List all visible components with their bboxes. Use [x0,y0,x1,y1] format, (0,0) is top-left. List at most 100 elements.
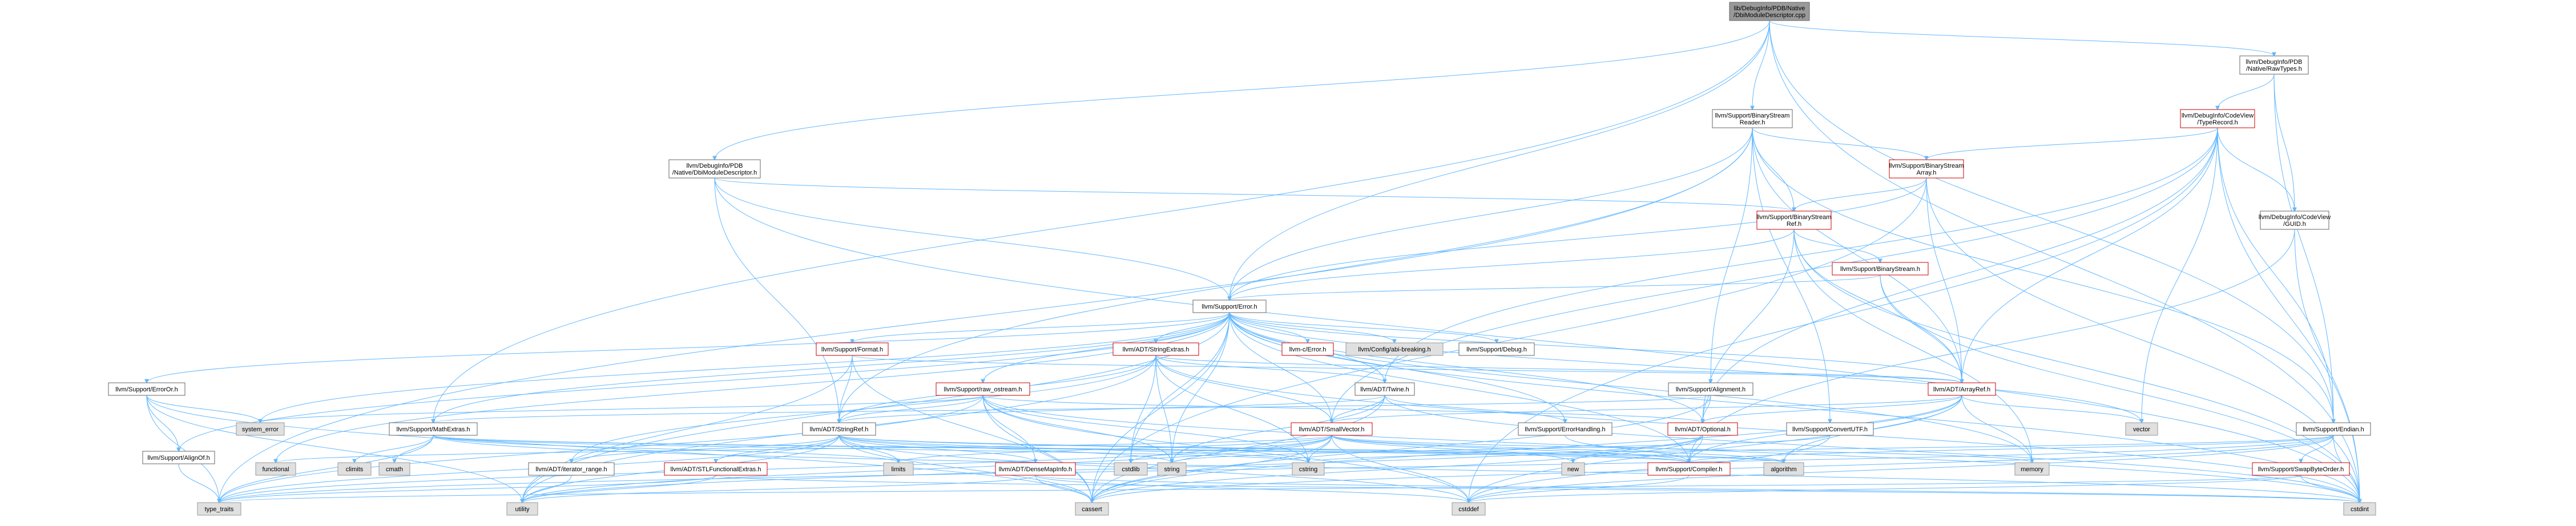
edge-stringref-to-stlfunc [716,435,840,463]
node-box-vector [2125,422,2158,436]
node-convertutf[interactable]: llvm/Support/ConvertUTF.h [1786,422,1874,436]
edge-bsreader-to-arrayref [1752,127,1962,383]
node-box-rawtypes [2239,55,2309,75]
node-label-cassert: cassert [1082,506,1102,513]
node-box-cstdint [2343,502,2376,516]
node-box-stringextras [1112,342,1199,356]
node-box-cstring [1292,462,1325,476]
node-box-format [816,342,889,356]
edge-smallvector-to-limits [898,435,1332,463]
edge-smallvector-to-memory [1331,435,2032,463]
node-endian[interactable]: llvm/Support/Endian.h [2296,422,2371,436]
node-box-memory [2014,462,2050,476]
edge-stringextras-to-arrayref [1155,355,1962,383]
edge-optional-to-utility [522,435,1703,503]
node-optional[interactable]: llvm/ADT/Optional.h [1667,422,1738,436]
node-alignof[interactable]: llvm/Support/AlignOf.h [142,451,215,464]
edge-swapbyteorder-to-cstdint [2300,475,2360,503]
node-stringref[interactable]: llvm/ADT/StringRef.h [802,422,876,436]
edge-stlfunc-to-cstdint [715,475,2360,503]
node-label-alignment: llvm/Support/Alignment.h [1676,386,1745,393]
node-label-rawostream: llvm/Support/raw_ostream.h [944,386,1022,393]
edge-error-to-debug [1229,312,1497,343]
node-root[interactable]: lib/DebugInfo/PDB/Native/DbiModuleDescri… [1729,2,1810,21]
node-cstddef: cstddef [1452,502,1486,516]
node-label-debug: llvm/Support/Debug.h [1466,346,1527,353]
node-stringextras[interactable]: llvm/ADT/StringExtras.h [1112,342,1199,356]
node-stlfunc[interactable]: llvm/ADT/STLFunctionalExtras.h [664,462,768,476]
node-label-error: llvm/Support/Error.h [1202,304,1257,310]
edge-dbimoddesc-to-error [714,177,1229,300]
edge-rawostream-to-systemerror [260,395,983,423]
node-box-utility [506,502,538,516]
node-box-endian [2296,422,2371,436]
node-erroror[interactable]: llvm/Support/ErrorOr.h [108,382,186,396]
node-dbimoddesc[interactable]: llvm/DebugInfo/PDB/Native/DbiModuleDescr… [668,159,761,179]
node-arrayref[interactable]: llvm/ADT/ArrayRef.h [1928,382,1996,396]
edge-error-to-erroror [147,312,1230,383]
node-error[interactable]: llvm/Support/Error.h [1192,300,1267,313]
edge-stlfunc-to-typetraits [219,475,716,503]
edge-stringextras-to-cstring [1155,355,1308,463]
node-box-limits [883,462,914,476]
edge-error-to-mathextras [433,312,1230,423]
node-box-erroror [108,382,186,396]
node-box-rawostream [936,382,1030,396]
node-cerror[interactable]: llvm-c/Error.h [1281,342,1334,356]
edge-root-to-cstdint [1769,20,2360,503]
node-smallvector[interactable]: llvm/ADT/SmallVector.h [1291,422,1373,436]
edge-stringextras-to-iterrange [571,355,1156,463]
edge-error-to-format [852,312,1230,343]
edge-error-to-memory [1229,312,2032,463]
node-twine[interactable]: llvm/ADT/Twine.h [1354,382,1415,396]
node-box-typetraits [197,502,241,516]
edge-rawostream-to-typetraits [219,395,983,503]
node-label-bsref: llvm/Support/BinaryStream [1757,214,1832,221]
node-cmath: cmath [378,462,410,476]
node-typerecord[interactable]: llvm/DebugInfo/CodeView/TypeRecord.h [2180,109,2255,128]
node-compiler[interactable]: llvm/Support/Compiler.h [1647,462,1731,476]
node-alignment[interactable]: llvm/Support/Alignment.h [1668,382,1753,396]
edge-bsref-to-binstream [1793,229,1880,262]
node-guid[interactable]: llvm/DebugInfo/CodeView/GUID.h [2259,211,2331,230]
node-label-erroror: llvm/Support/ErrorOr.h [115,386,178,393]
node-mathextras[interactable]: llvm/Support/MathExtras.h [389,422,478,436]
node-box-typerecord [2180,109,2255,128]
node-climits: climits [337,462,372,476]
node-label-alignof: llvm/Support/AlignOf.h [147,455,209,462]
node-box-bsreader [1712,109,1793,128]
node-label-vector: vector [2133,426,2150,433]
edge-smallvector-to-cstdlib [1131,435,1332,463]
node-densemapinfo[interactable]: llvm/ADT/DenseMapInfo.h [995,462,1076,476]
node-label-root: lib/DebugInfo/PDB/Native [1734,5,1805,12]
node-box-systemerror [236,422,285,436]
node-errorhandling[interactable]: llvm/Support/ErrorHandling.h [1518,422,1612,436]
node-cstdint: cstdint [2343,502,2376,516]
edge-guid-to-compiler [1689,229,2295,463]
node-swapbyteorder[interactable]: llvm/Support/SwapByteOrder.h [2252,462,2350,476]
node-label-new: new [1567,466,1579,473]
edge-endian-to-compiler [1689,435,2334,463]
edge-densemapinfo-to-cassert [1035,475,1092,503]
node-cassert: cassert [1075,502,1109,516]
node-label-stringextras: llvm/ADT/StringExtras.h [1123,346,1190,353]
edge-error-to-alignof [179,312,1230,451]
edge-bsarray-to-cassert [1092,177,1927,503]
edge-arrayref-to-cstddef [1469,395,1962,503]
node-label-typerecord: /TypeRecord.h [2197,119,2238,126]
node-debug[interactable]: llvm/Support/Debug.h [1458,342,1535,356]
edges-layer [147,20,2360,503]
node-format[interactable]: llvm/Support/Format.h [816,342,889,356]
node-box-root [1729,2,1810,21]
node-rawostream[interactable]: llvm/Support/raw_ostream.h [936,382,1030,396]
node-rawtypes[interactable]: llvm/DebugInfo/PDB/Native/RawTypes.h [2239,55,2309,75]
edge-arrayref-to-memory [1961,395,2032,463]
node-iterrange[interactable]: llvm/ADT/iterator_range.h [528,462,615,476]
node-binstream[interactable]: llvm/Support/BinaryStream.h [1832,262,1929,276]
node-label-arrayref: llvm/ADT/ArrayRef.h [1933,386,1990,393]
node-box-smallvector [1291,422,1373,436]
edge-rawtypes-to-endian [2273,74,2333,423]
